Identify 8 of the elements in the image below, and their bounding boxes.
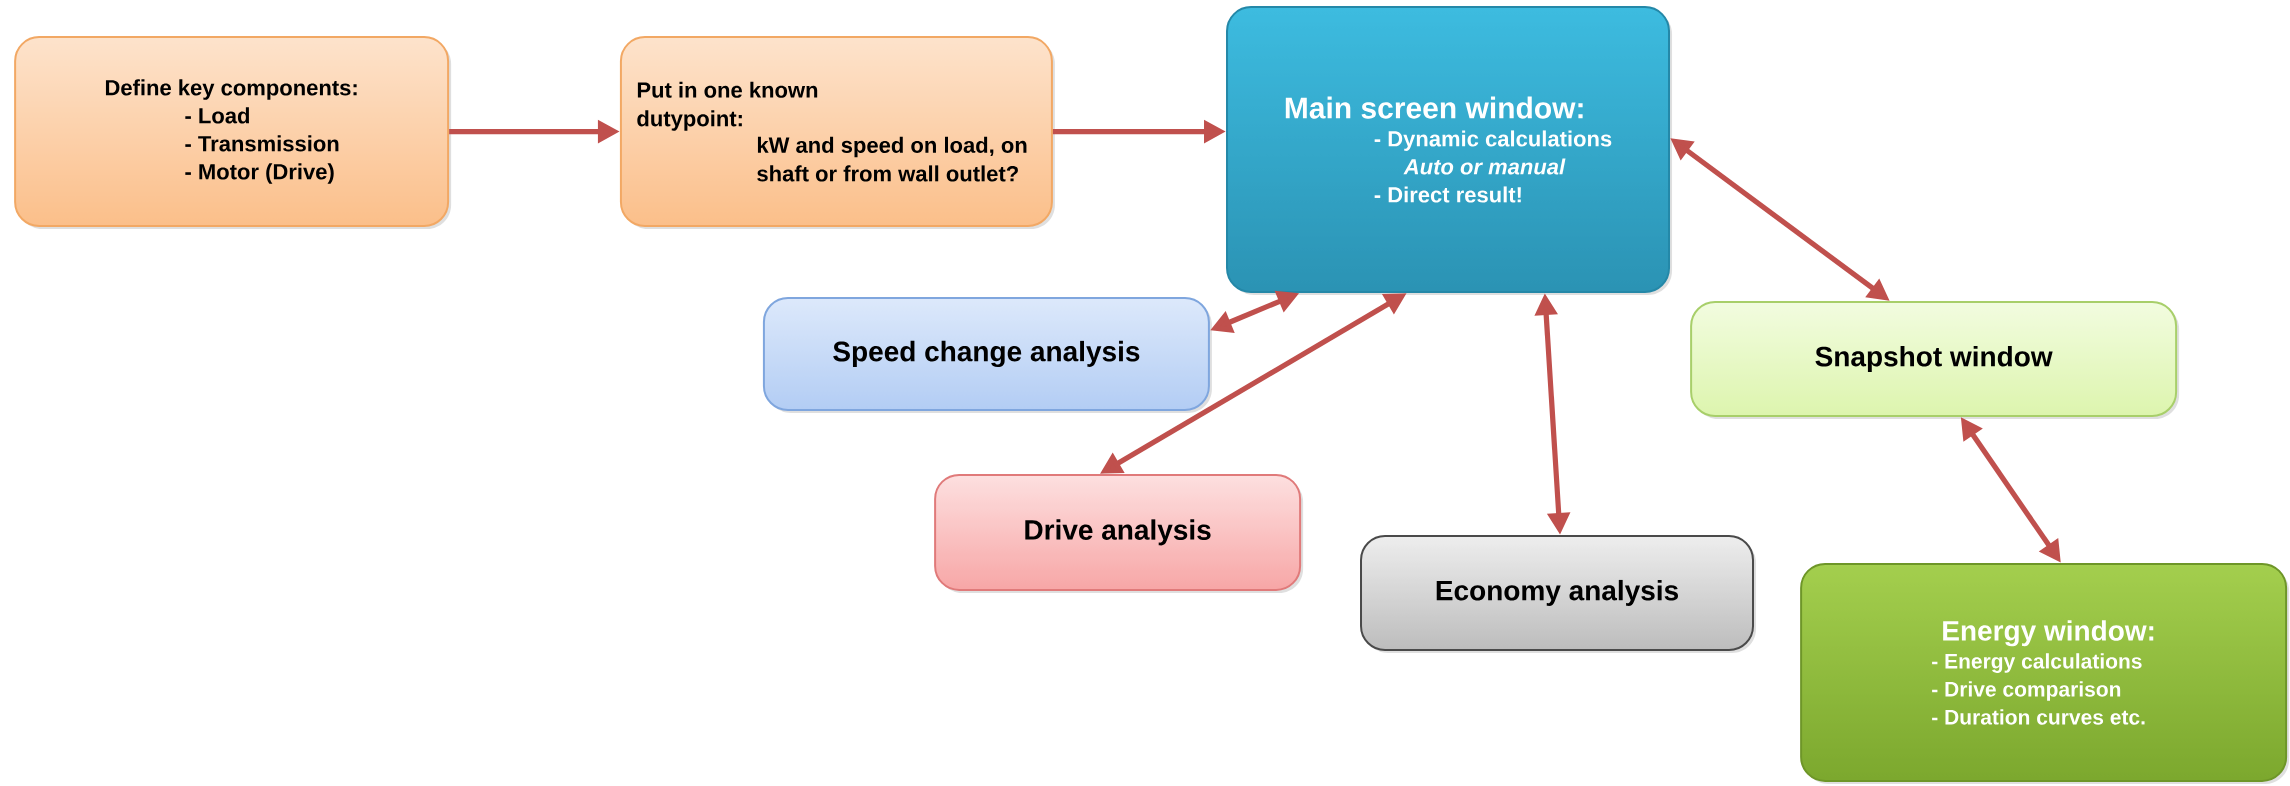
process-box: Define key components: - Load - Transmission - Motor (Drive) xyxy=(14,36,452,230)
process-box: Put in one known dutypoint: kW and speed on load, on shaft or from wall outlet? xyxy=(619,36,1055,230)
window-box: Energy window: - Energy calculations - Drive comparison - Duration curves etc. xyxy=(1800,562,2290,784)
analysis-box: Economy analysis xyxy=(1360,535,1756,653)
window-box: Snapshot window xyxy=(1690,301,2180,419)
analysis-box: Speed change analysis xyxy=(762,297,1212,413)
window-box: Main screen window: - Dynamic calculations Auto or manual - Direct result! xyxy=(1226,6,1672,296)
analysis-box: Drive analysis xyxy=(934,473,1304,593)
